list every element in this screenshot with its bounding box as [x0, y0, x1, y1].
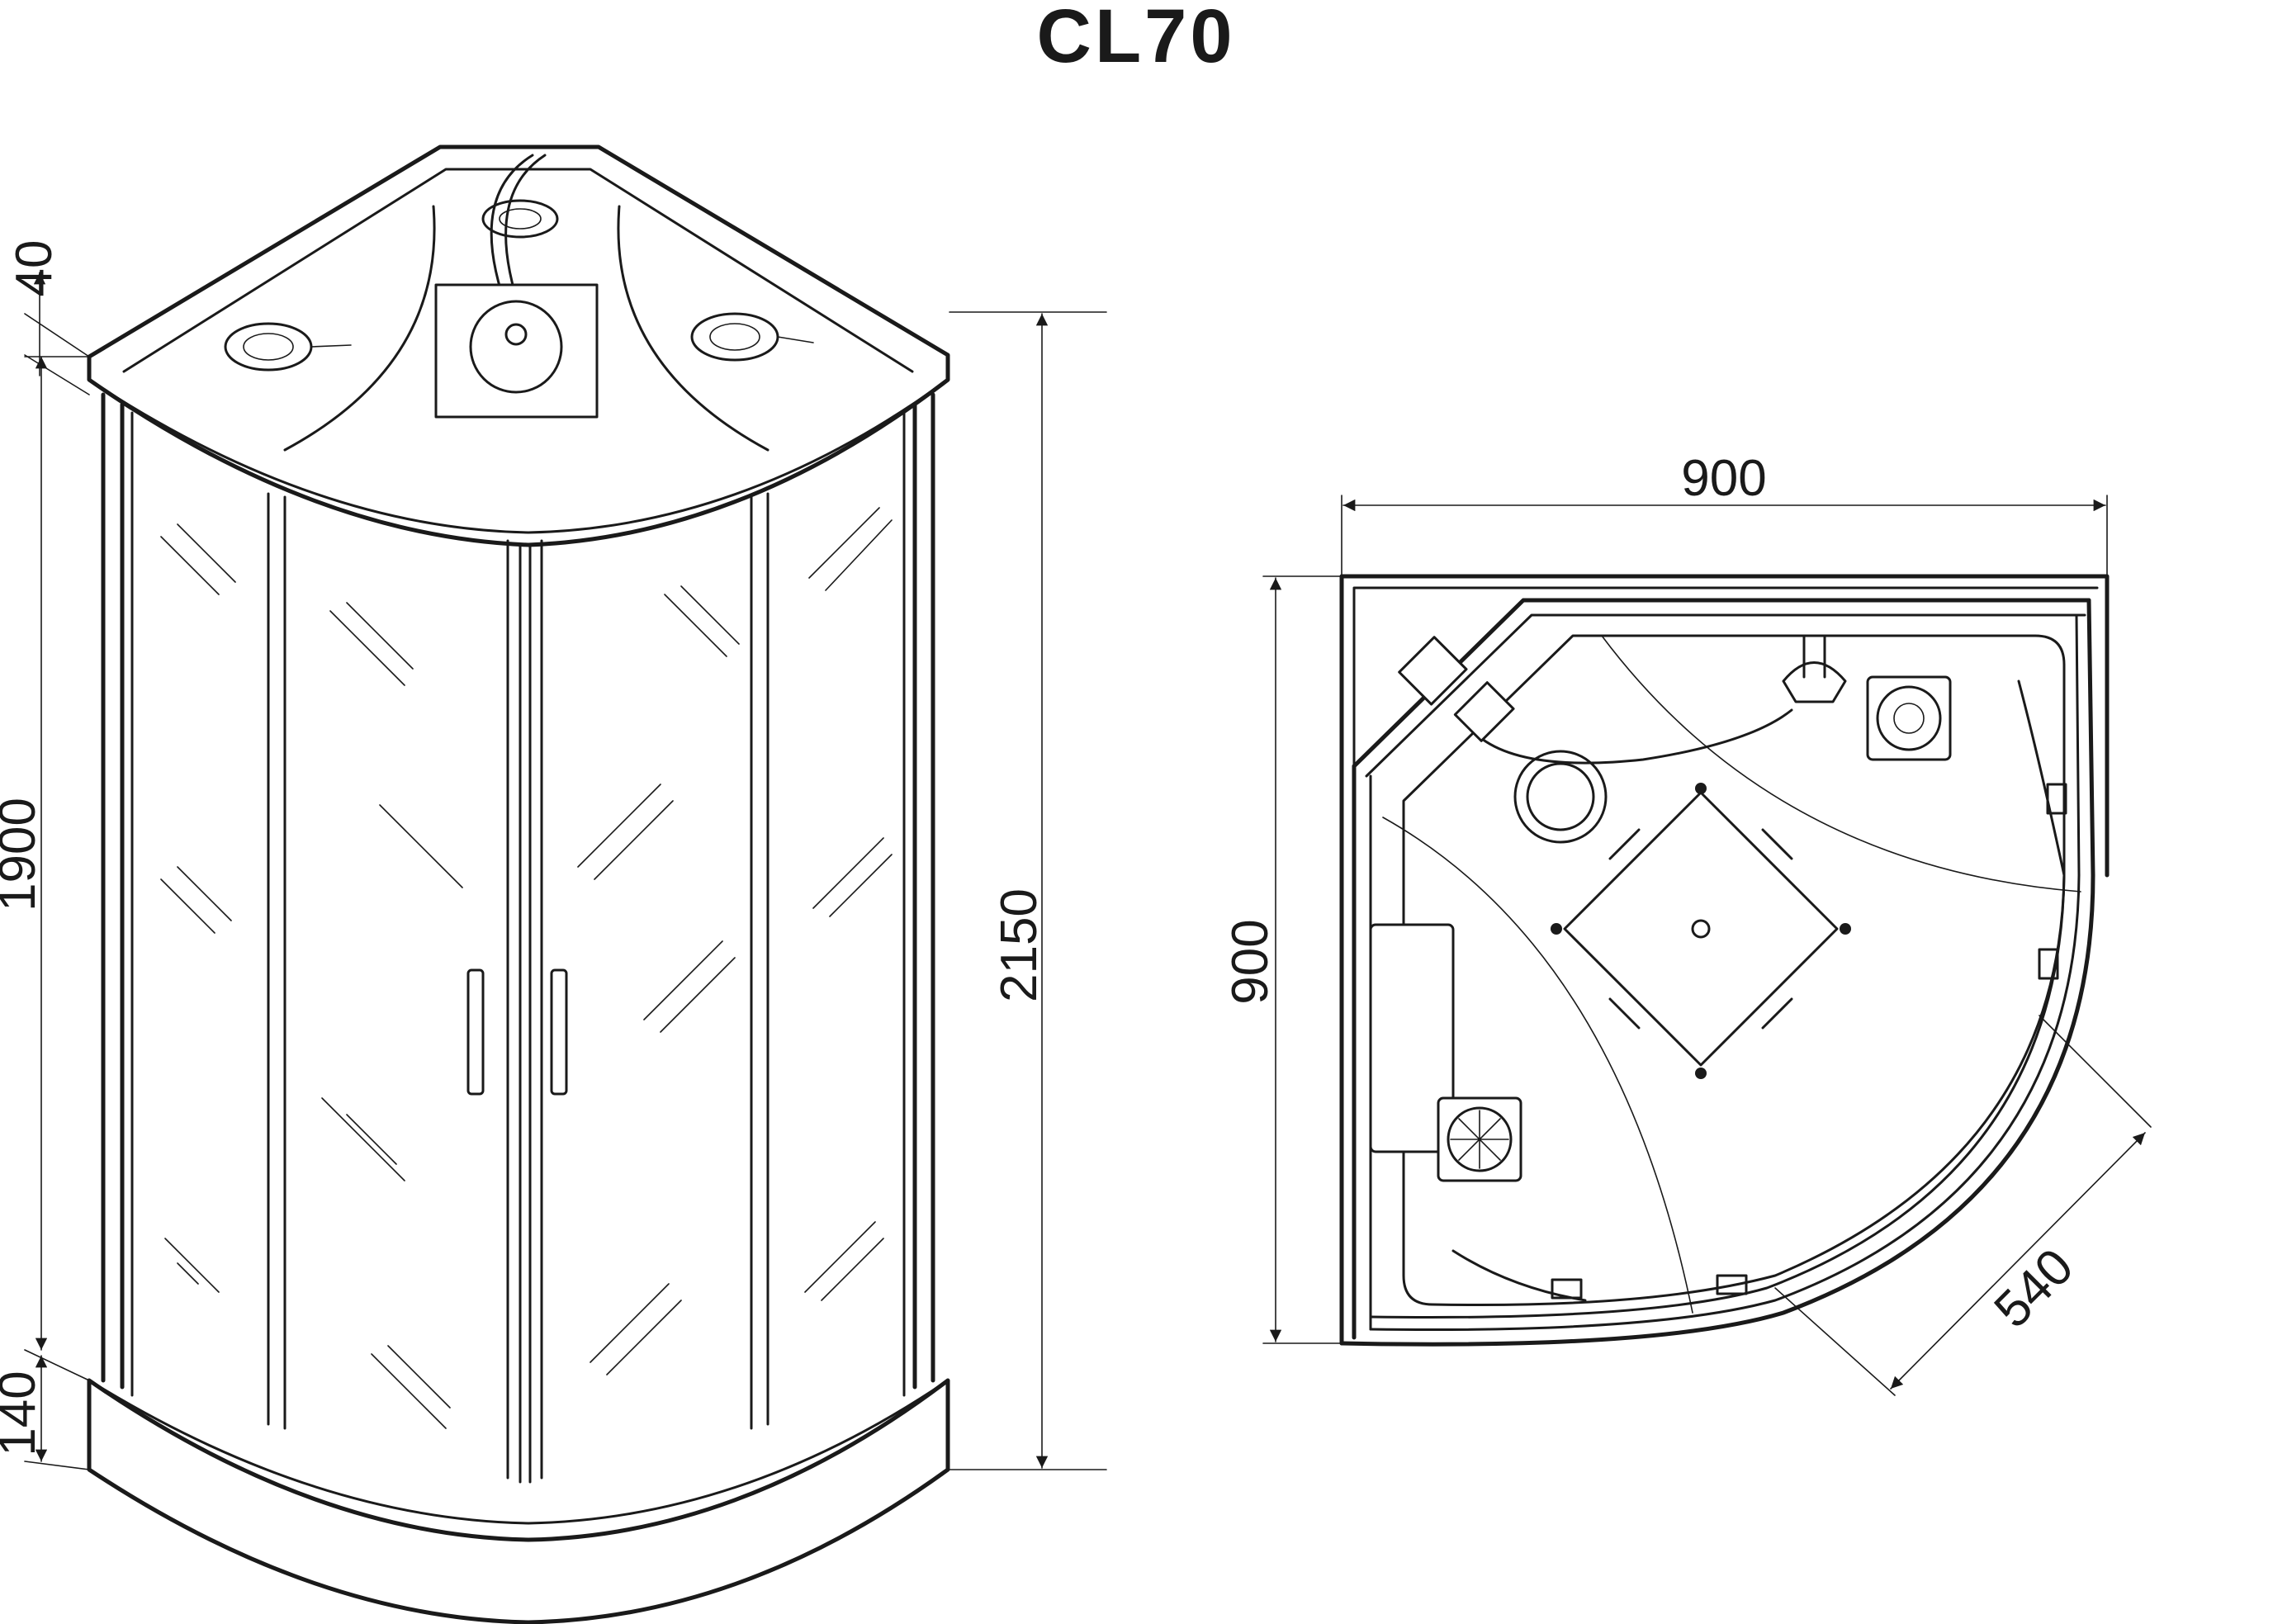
plan-shower-arm [1802, 634, 1826, 679]
dim-plan-depth-label: 900 [1222, 919, 1279, 1004]
plan-curved-front [1339, 873, 2095, 1347]
rain-shower-nozzle [504, 323, 528, 346]
roof-groove-left [283, 205, 436, 452]
front-view: 40 1900 140 2150 [0, 144, 1107, 1624]
roof-front-rim [88, 378, 949, 534]
plan-drain-bolts [1551, 783, 1851, 1079]
center-right-post [528, 539, 543, 1484]
plan-seat [1369, 923, 1455, 1153]
dim-tray-height-label: 140 [0, 1371, 46, 1456]
roof-groove-right [617, 205, 770, 452]
plan-shower-head-icon [1782, 661, 1847, 703]
shower-tray [87, 1378, 950, 1624]
dim-cabin-height-label: 1900 [0, 798, 46, 911]
plan-back-wall-inner [1365, 613, 2086, 778]
dim-plan-depth [1262, 575, 1342, 1344]
left-door-rail [267, 492, 286, 1430]
door-handle-left [466, 968, 485, 1096]
plan-arc-lower [1382, 817, 1693, 1314]
plan-fan-top-ring [1876, 685, 1942, 751]
glass-reflections [160, 507, 893, 1429]
plan-outer-frame [1339, 574, 2110, 1346]
plan-back-wall [1352, 598, 2091, 769]
plan-curved-front-inner [1369, 874, 2081, 1332]
plan-speaker-ring-outer [1513, 750, 1608, 844]
right-door-rail [750, 492, 770, 1430]
center-left-post [506, 539, 522, 1484]
rain-shower-plate [434, 283, 599, 419]
roof-speaker-left [224, 322, 352, 372]
dim-plan-width-label: 900 [1681, 450, 1766, 507]
dim-plan-entrance-label: 540 [1984, 1238, 2085, 1339]
dim-tray-height [24, 1355, 90, 1470]
dim-total-height [949, 311, 1107, 1470]
plan-arc-upper [1601, 635, 2081, 892]
drawing-title: CL70 [1037, 0, 1236, 78]
door-handle-right [550, 968, 568, 1096]
plan-fan-bottom-ring [1447, 1106, 1513, 1172]
plan-fan-top-icon [1866, 675, 1952, 761]
plan-hinges [1451, 679, 2067, 1302]
tray-lip [88, 1379, 949, 1525]
plan-right-wall-inner [2075, 613, 2081, 877]
dim-total-height-label: 2150 [991, 888, 1048, 1002]
dim-cabin-height [24, 356, 90, 1381]
right-post [912, 392, 935, 1390]
dim-plan-entrance [1774, 1015, 2152, 1396]
plan-view: 900 900 540 [1222, 450, 2152, 1396]
plan-drain-square [1563, 791, 1839, 1067]
plan-speaker-ring-inner [1526, 762, 1595, 831]
dim-plan-width [1341, 495, 2108, 577]
left-post [101, 392, 125, 1390]
plan-drain-icon [1691, 919, 1711, 939]
plan-right-wall [2086, 598, 2095, 878]
plan-drain-slots [1608, 828, 1793, 1030]
roof-speaker-right [690, 312, 814, 362]
rain-shower-ring [469, 300, 563, 394]
plan-tray-outline [1402, 634, 2066, 1307]
roof-inner-rim [122, 168, 914, 373]
dim-top-cap-label: 40 [6, 240, 63, 297]
plan-inner-frame [1352, 586, 2099, 1339]
plan-valve-icon [1453, 681, 1515, 742]
plan-curved-door [1369, 874, 2066, 1319]
roof-speaker-back [481, 199, 559, 239]
plan-mixer-icon [1398, 636, 1468, 706]
plan-hose [1480, 708, 1793, 765]
